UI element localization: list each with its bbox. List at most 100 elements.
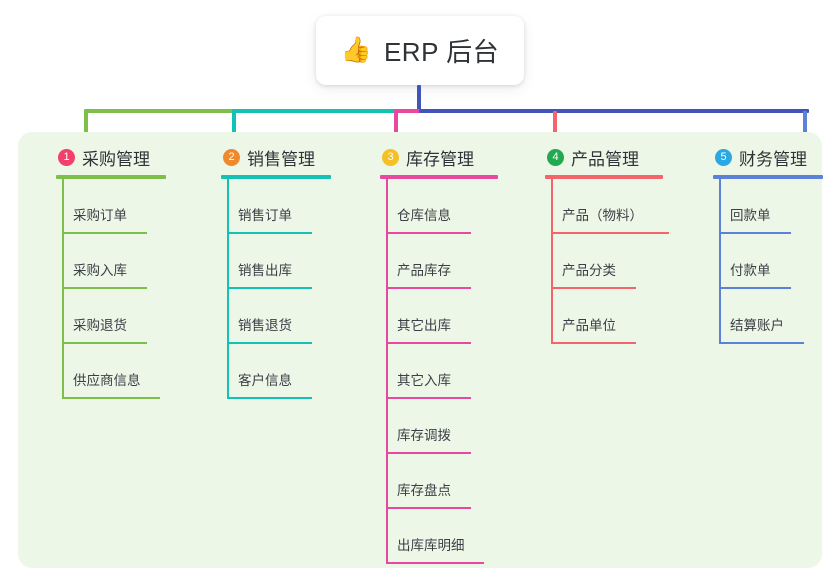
connector-segment-4	[419, 109, 809, 113]
branch-title: 销售管理	[247, 149, 315, 169]
branch-title: 财务管理	[739, 149, 807, 169]
branch-leaf-underline	[386, 342, 471, 344]
branch-title: 采购管理	[82, 149, 150, 169]
branch-leaf-label: 仓库信息	[397, 208, 451, 223]
branch-title: 库存管理	[406, 149, 474, 169]
root-node-content: 👍 ERP 后台	[341, 32, 499, 69]
connector-stub-4	[553, 111, 557, 137]
branch-leaf-label: 产品分类	[562, 263, 616, 278]
branch-leaf-label: 产品库存	[397, 263, 451, 278]
branch-leaf-underline	[551, 342, 636, 344]
branch-leaf-underline	[551, 287, 636, 289]
branch-column-2: 2 销售管理销售订单销售出库销售退货客户信息	[203, 144, 331, 399]
branch-leaf-item[interactable]: 采购入库	[38, 234, 166, 289]
branch-leaf-label: 供应商信息	[73, 373, 141, 388]
branch-leaf-item[interactable]: 产品（物料）	[527, 179, 669, 234]
branch-leaf-underline	[386, 562, 484, 564]
branch-leaf-label: 产品单位	[562, 318, 616, 333]
branch-leaf-item[interactable]: 其它入库	[362, 344, 498, 399]
branch-header-1[interactable]: 1 采购管理	[38, 144, 166, 170]
branch-leaf-underline	[386, 507, 471, 509]
branch-leaf-label: 销售订单	[238, 208, 292, 223]
branch-header-2[interactable]: 2 销售管理	[203, 144, 331, 170]
branch-leaf-item[interactable]: 结算账户	[695, 289, 823, 344]
branch-leaf-label: 销售出库	[238, 263, 292, 278]
branch-leaf-label: 库存盘点	[397, 483, 451, 498]
branch-number-badge: 5	[715, 148, 732, 166]
branch-leaf-item[interactable]: 采购订单	[38, 179, 166, 234]
branch-leaf-underline	[386, 397, 471, 399]
branch-leaf-label: 采购入库	[73, 263, 127, 278]
branch-underline	[221, 175, 331, 179]
branch-number-badge: 2	[223, 148, 240, 166]
branch-spine	[719, 179, 721, 344]
branch-number-badge: 1	[58, 148, 75, 166]
branch-column-5: 5 财务管理回款单付款单结算账户	[695, 144, 823, 344]
branch-leaf-item[interactable]: 供应商信息	[38, 344, 166, 399]
branch-underline	[713, 175, 823, 179]
branch-header-3[interactable]: 3 库存管理	[362, 144, 498, 170]
branch-leaf-label: 产品（物料）	[562, 208, 643, 223]
branch-leaf-item[interactable]: 产品库存	[362, 234, 498, 289]
branch-underline	[545, 175, 663, 179]
branch-number-badge: 4	[547, 148, 564, 166]
branch-leaf-item[interactable]: 付款单	[695, 234, 823, 289]
branch-leaf-label: 结算账户	[730, 318, 784, 333]
branch-leaf-item[interactable]: 仓库信息	[362, 179, 498, 234]
branch-leaf-underline	[62, 287, 147, 289]
branch-leaf-item[interactable]: 客户信息	[203, 344, 331, 399]
branch-leaf-label: 销售退货	[238, 318, 292, 333]
branch-leaf-label: 出库库明细	[397, 538, 465, 553]
branch-column-3: 3 库存管理仓库信息产品库存其它出库其它入库库存调拨库存盘点出库库明细	[362, 144, 498, 564]
branch-leaf-item[interactable]: 销售退货	[203, 289, 331, 344]
branch-header-5[interactable]: 5 财务管理	[695, 144, 823, 170]
connector-stub-3	[394, 111, 398, 137]
branch-leaf-item[interactable]: 销售出库	[203, 234, 331, 289]
branch-leaf-underline	[719, 342, 804, 344]
branch-leaf-label: 付款单	[730, 263, 771, 278]
thumbs-up-icon: 👍	[340, 36, 372, 64]
branch-leaf-underline	[227, 342, 312, 344]
branch-leaf-item[interactable]: 其它出库	[362, 289, 498, 344]
branch-items: 采购订单采购入库采购退货供应商信息	[38, 179, 166, 399]
branch-leaf-underline	[62, 397, 160, 399]
branch-spine	[62, 179, 64, 399]
connector-segment-3	[394, 109, 423, 113]
branch-leaf-underline	[62, 232, 147, 234]
branch-number-badge: 3	[382, 148, 399, 166]
branch-leaf-underline	[386, 452, 471, 454]
connector-stub-2	[232, 111, 236, 137]
branch-leaf-label: 库存调拨	[397, 428, 451, 443]
branch-leaf-underline	[386, 232, 471, 234]
branch-leaf-underline	[62, 342, 147, 344]
branch-leaf-item[interactable]: 采购退货	[38, 289, 166, 344]
branch-underline	[380, 175, 498, 179]
branch-leaf-item[interactable]: 产品单位	[527, 289, 663, 344]
branch-leaf-item[interactable]: 回款单	[695, 179, 823, 234]
branch-spine	[227, 179, 229, 399]
branch-leaf-item[interactable]: 出库库明细	[362, 509, 498, 564]
root-trunk-connector	[417, 85, 421, 111]
branch-leaf-item[interactable]: 库存盘点	[362, 454, 498, 509]
branch-column-1: 1 采购管理采购订单采购入库采购退货供应商信息	[38, 144, 166, 399]
branch-items: 产品（物料） 产品分类产品单位	[527, 179, 669, 344]
branch-items: 仓库信息产品库存其它出库其它入库库存调拨库存盘点出库库明细	[362, 179, 498, 564]
connector-segment-1	[84, 109, 236, 113]
branch-spine	[551, 179, 553, 344]
branch-leaf-item[interactable]: 库存调拨	[362, 399, 498, 454]
connector-stub-5	[803, 111, 807, 137]
branch-leaf-label: 客户信息	[238, 373, 292, 388]
branch-leaf-label: 其它出库	[397, 318, 451, 333]
branch-items: 销售订单销售出库销售退货客户信息	[203, 179, 331, 399]
branch-items: 回款单付款单结算账户	[695, 179, 823, 344]
branch-leaf-item[interactable]: 产品分类	[527, 234, 663, 289]
root-title: ERP 后台	[383, 37, 500, 67]
branch-leaf-item[interactable]: 销售订单	[203, 179, 331, 234]
branch-underline	[56, 175, 166, 179]
branch-leaf-underline	[227, 397, 312, 399]
root-node[interactable]: 👍 ERP 后台	[316, 16, 524, 85]
connector-stub-1	[84, 111, 88, 137]
